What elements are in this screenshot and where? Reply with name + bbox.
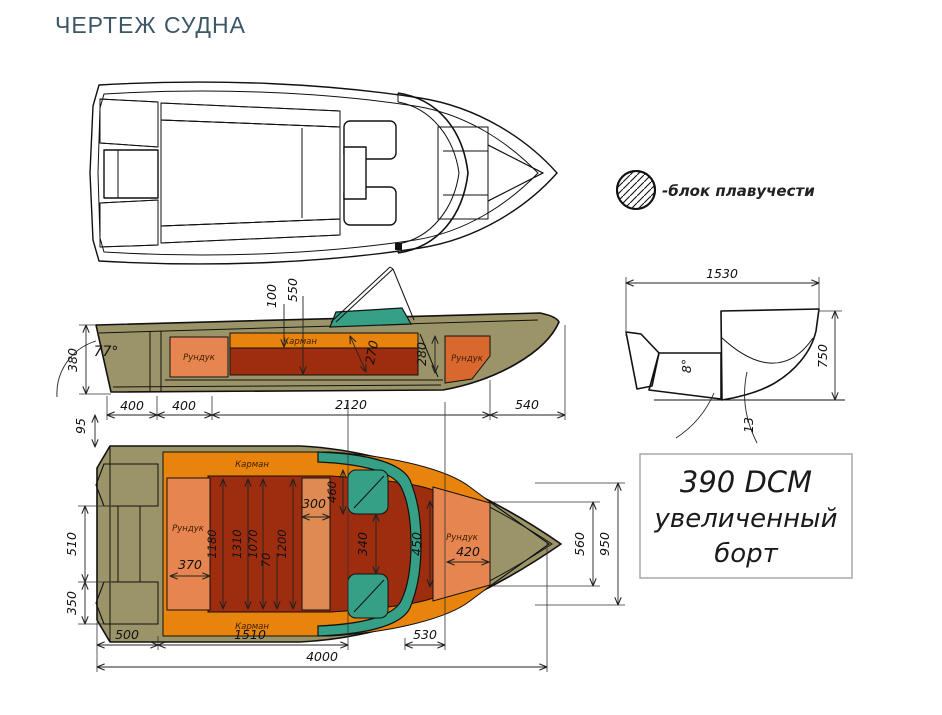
dim-950: 950 [597, 532, 612, 556]
dim-1200: 1200 [275, 529, 289, 558]
stern-locker [169, 336, 229, 378]
dim-270: 270 [362, 339, 381, 365]
motor-well [103, 149, 159, 199]
dim-2120: 2120 [335, 397, 367, 412]
note-box: 390 DCM увеличенный борт [639, 453, 853, 579]
dim-530: 530 [413, 627, 437, 642]
dim-380: 380 [65, 348, 80, 372]
plan-bow-locker-label: Рундук [446, 533, 479, 543]
legend: -блок плавучести [616, 170, 815, 210]
top-view [89, 81, 558, 265]
cockpit-outline [160, 119, 341, 227]
dim-1510: 1510 [234, 627, 266, 642]
dim-370: 370 [178, 557, 202, 572]
bench [301, 477, 331, 611]
dim-510: 510 [64, 532, 79, 556]
plan-stern-locker [166, 477, 211, 611]
dim-1070: 1070 [246, 529, 260, 558]
bow-locker-side-label: Рундук [451, 354, 484, 364]
dim-4000: 4000 [306, 649, 338, 664]
dim-350: 350 [64, 591, 79, 615]
pocket-bottom-label: Карман [235, 622, 269, 632]
plan-stern-locker-label: Рундук [172, 524, 205, 534]
dim-500: 500 [115, 627, 139, 642]
dim-1530: 1530 [706, 266, 738, 281]
section-bottom-left [648, 352, 722, 400]
floor-width-dimensions: 1180 1310 1070 70 1200 [205, 479, 293, 609]
plan-view: Карман Карман Рундук 370 1180 1310 1070 … [64, 402, 625, 650]
page-title: ЧЕРТЕЖ СУДНА [55, 12, 246, 38]
top-view-inner-gunwale [97, 90, 539, 256]
plan-right-dimensions: 560 950 [492, 483, 625, 605]
windshield-glass [329, 307, 413, 328]
dim-1310: 1310 [230, 529, 244, 558]
side-pocket [229, 332, 419, 349]
seat-group [343, 120, 397, 226]
dim-750: 750 [815, 344, 830, 368]
section-view: 1530 750 8° 13 [625, 266, 845, 444]
dim-77deg: 77° [94, 344, 119, 360]
dim-100: 100 [264, 284, 279, 308]
dim-540: 540 [515, 397, 539, 412]
pocket-top-label: Карман [235, 460, 269, 470]
note-line2: увеличенный [653, 504, 837, 534]
stern-locker-label: Рундук [183, 353, 216, 363]
dim-95: 95 [73, 418, 88, 434]
windshield-frame [330, 266, 415, 323]
note-line1: 390 DCM [680, 465, 812, 499]
dim-400b: 400 [172, 398, 196, 413]
bow-deck [437, 126, 489, 220]
dim-560: 560 [572, 532, 587, 556]
side-view: Рундук Карман Рундук 380 77° 100 550 270 [56, 266, 560, 398]
side-floor [229, 347, 419, 376]
section-gunwale-left [625, 331, 660, 390]
dim-450: 450 [409, 532, 424, 556]
dim-1180: 1180 [205, 529, 219, 558]
dim-8deg: 8° [679, 359, 694, 373]
windshield-plan-band [317, 451, 422, 637]
dim-13deg: 13 [741, 417, 756, 433]
dim-70: 70 [259, 553, 273, 568]
bow-locker-side [444, 335, 491, 384]
bottom-dimension-chain: 500 1510 530 4000 [97, 540, 547, 672]
dim-400a: 400 [120, 398, 144, 413]
dim-420: 420 [456, 544, 480, 559]
drain-plug [395, 243, 402, 250]
section-half-right [720, 308, 820, 401]
stern-buoyancy-blocks [95, 463, 159, 625]
plan-left-dimensions: 510 350 [64, 506, 112, 624]
dim-550: 550 [285, 278, 300, 302]
dim-300: 300 [302, 496, 326, 511]
legend-label: -блок плавучести [662, 182, 815, 200]
side-pocket-label: Карман [283, 337, 317, 347]
top-view-outer-hull [89, 81, 558, 265]
dim-340: 340 [355, 532, 370, 556]
side-dimensions: 380 77° 100 550 270 280 [56, 278, 435, 398]
dim-460: 460 [325, 481, 339, 503]
note-box-frame [639, 453, 853, 579]
top-dimension-chain: 400 400 2120 540 95 [73, 325, 565, 447]
dim-280: 280 [414, 342, 429, 366]
section-dimensions: 1530 750 8° 13 [626, 266, 842, 444]
note-line3: борт [714, 539, 778, 569]
